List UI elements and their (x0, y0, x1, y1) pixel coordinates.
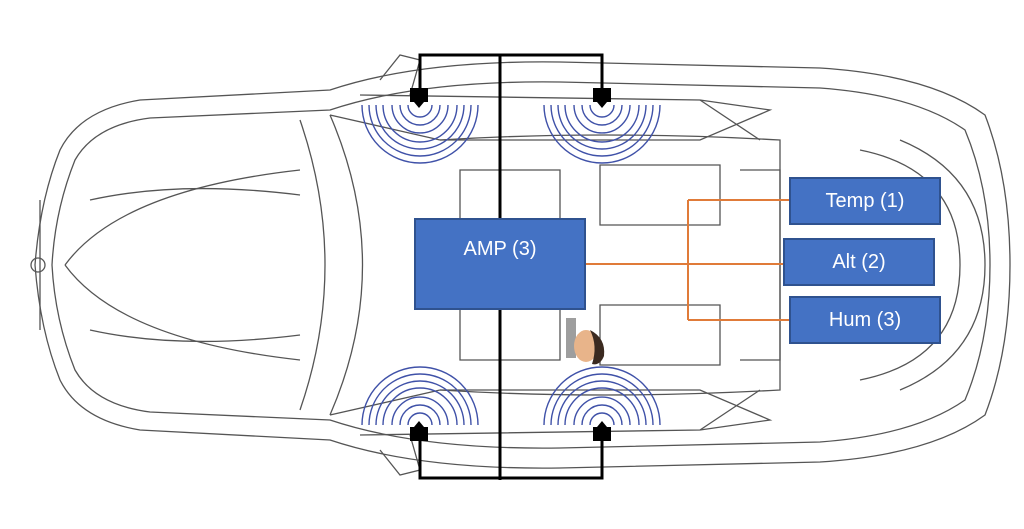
alt-label: Alt (2) (832, 250, 886, 273)
alt-sensor-box: Alt (2) (783, 238, 935, 286)
hum-sensor-box: Hum (3) (789, 296, 941, 344)
speaker-icon (410, 88, 611, 441)
temp-label: Temp (1) (825, 189, 905, 212)
sound-wave-icon (361, 104, 661, 426)
driver-icon (566, 318, 605, 365)
amp-label: AMP (3) (463, 238, 537, 260)
hum-label: Hum (3) (828, 308, 902, 331)
amp-box: AMP (3) (414, 218, 586, 310)
temp-sensor-box: Temp (1) (789, 177, 941, 225)
sensor-wiring (586, 199, 789, 321)
